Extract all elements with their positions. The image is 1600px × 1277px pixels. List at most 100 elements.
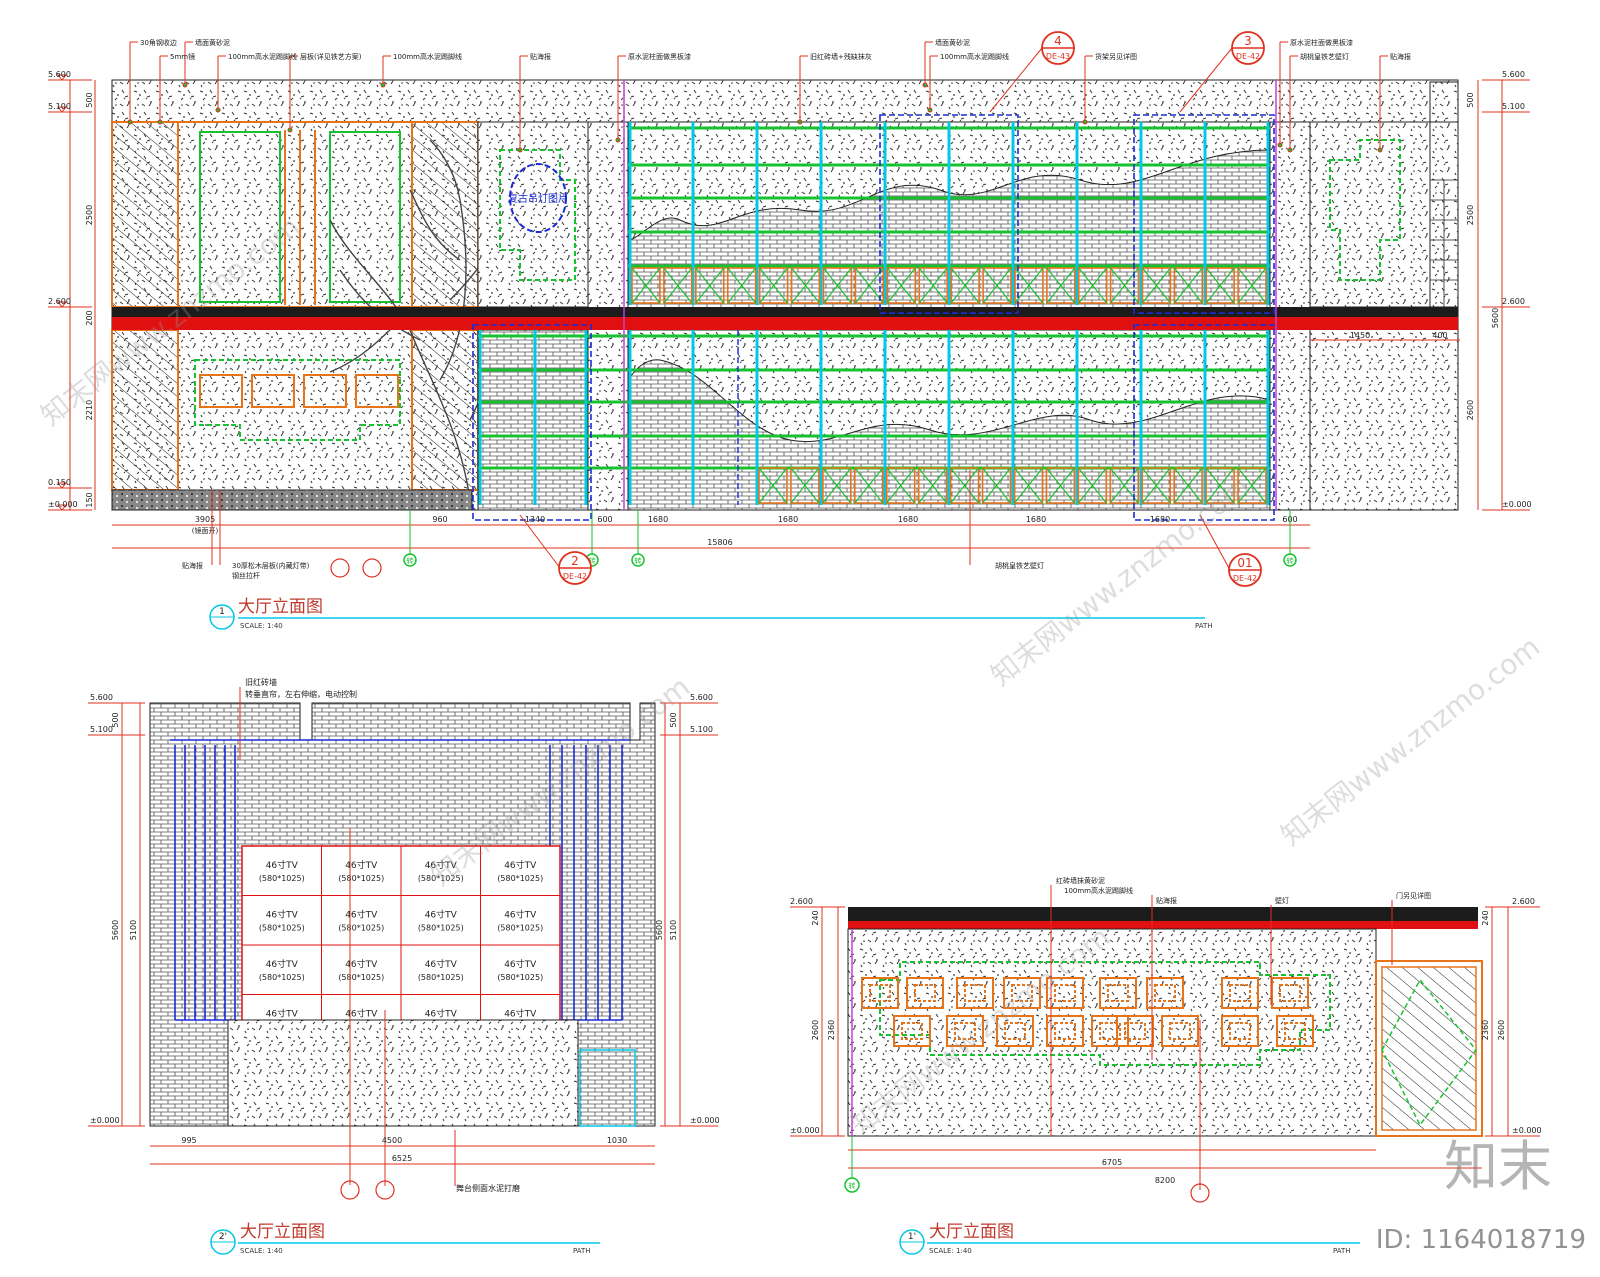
level-mark — [48, 504, 92, 511]
dim-text: 2500 — [85, 205, 94, 225]
level-text: 5.600 — [90, 693, 113, 702]
drawer-cross — [823, 267, 852, 304]
drawer-cross — [1237, 467, 1267, 504]
leader-line — [924, 41, 933, 85]
poster-inner — [1107, 984, 1129, 1002]
dim-text: 400 — [1432, 331, 1447, 340]
beam-red — [848, 921, 1478, 929]
dim-text: 5100 — [669, 920, 678, 940]
drawer-cross — [950, 467, 980, 504]
drawer — [1077, 467, 1108, 504]
leader-dot — [615, 137, 621, 143]
level-text: 2.600 — [48, 297, 71, 306]
tv-label: 46寸TV — [425, 908, 458, 920]
v2-label-stage: 舞台侧面水泥打磨 — [456, 1183, 520, 1193]
level-text: 2.600 — [790, 897, 813, 906]
v3-dim-lines — [821, 885, 1509, 1190]
drawer — [1173, 467, 1203, 504]
drawer-cross — [1237, 267, 1267, 304]
drawer — [1237, 467, 1267, 504]
door-outline — [1381, 978, 1477, 1127]
level-mark — [48, 106, 92, 113]
v3-material-label: 壁灯 — [1275, 896, 1289, 905]
dim-text: 5600 — [1491, 308, 1500, 328]
level-mark — [48, 482, 92, 489]
view-marker-num: 2' — [219, 1232, 227, 1242]
dim-text: 3905 — [195, 515, 215, 524]
level-mark — [48, 74, 92, 81]
dim-text: 240 — [1481, 910, 1490, 925]
tv-label: 46寸TV — [504, 859, 537, 871]
poster-frames — [861, 977, 1314, 1047]
material-label: 100mm高水泥踢脚线 — [228, 52, 297, 61]
bottom-label: 30厚松木层板(内藏灯带) — [232, 561, 310, 570]
green-panel — [329, 131, 401, 303]
leader-line — [1289, 55, 1298, 150]
poster-frame — [1046, 977, 1084, 1009]
stone-skirting — [111, 489, 473, 511]
tv-label: 46寸TV — [425, 958, 458, 970]
tv-label: 46寸TV — [425, 1007, 458, 1019]
drawer-cross — [950, 267, 980, 304]
v1-dim-lines — [69, 80, 1503, 549]
poster-wall — [477, 121, 589, 308]
pendant-lamp-outline — [509, 163, 567, 233]
dim-text: 600 — [597, 515, 612, 524]
elevation-2: 46寸TV(580*1025)46寸TV(580*1025)46寸TV(580*… — [88, 677, 720, 1255]
level-text: ±0.000 — [48, 500, 78, 509]
drawer — [854, 267, 885, 304]
beam-red — [112, 317, 1458, 330]
leader-dot — [517, 147, 523, 153]
leader-dot — [182, 82, 188, 88]
drawer — [790, 267, 821, 304]
drawer-cross — [1173, 467, 1203, 504]
leader-line — [382, 55, 391, 85]
tv-size: (580*1025) — [338, 874, 384, 883]
dim-text: 5600 — [111, 920, 120, 940]
leader-line — [929, 55, 938, 110]
drawer-cross — [1014, 467, 1043, 504]
drawer — [1013, 467, 1044, 504]
tv-label: 46寸TV — [345, 859, 378, 871]
drawer — [1077, 267, 1108, 304]
drawer — [1046, 267, 1076, 304]
leader-line — [159, 55, 168, 122]
drawer-cross — [631, 267, 661, 304]
material-label: 贴海报 — [530, 52, 551, 61]
detail-frame-01 — [1133, 324, 1275, 521]
leader-dot — [215, 107, 221, 113]
dim-text: 200 — [85, 310, 94, 325]
dim-text: 1680 — [778, 515, 798, 524]
stage-step — [579, 1049, 636, 1127]
drawer — [758, 267, 789, 304]
callout-ref: DE-42 — [1233, 574, 1257, 583]
poster-outline — [194, 359, 401, 441]
poster-inner — [1229, 984, 1251, 1002]
leader-line — [617, 55, 626, 140]
leader-dot — [1287, 147, 1293, 153]
green-panel — [199, 131, 281, 303]
beam-dark — [112, 307, 1458, 317]
callout-number: 2 — [571, 554, 579, 568]
mirror-panel — [111, 121, 179, 308]
shelf-grid-upper — [628, 122, 1270, 305]
poster-frame — [861, 977, 899, 1009]
section-bubble — [362, 558, 382, 578]
level-text: ±0.000 — [790, 1126, 820, 1135]
dim-text: 1030 — [607, 1136, 627, 1145]
leader-line — [1084, 55, 1093, 122]
tv-size: (580*1025) — [418, 874, 464, 883]
section-bubble — [330, 558, 350, 578]
drawer — [918, 267, 948, 304]
leader-dot — [1082, 119, 1088, 125]
leader-line — [799, 55, 808, 122]
poster-frame — [893, 1015, 931, 1047]
view-path: PATH — [573, 1247, 591, 1255]
drawer-cross — [1014, 267, 1044, 304]
mirror-panel — [111, 329, 179, 491]
dim-text: 500 — [1466, 92, 1475, 107]
poster-outline — [499, 149, 576, 281]
drawer — [822, 267, 853, 304]
